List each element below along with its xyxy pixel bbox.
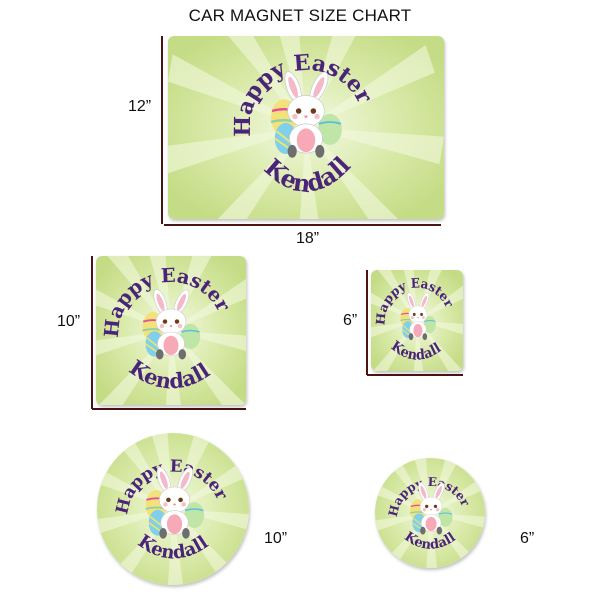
- width-dimension-line: [92, 408, 246, 410]
- width-dimension-line: [367, 374, 463, 376]
- magnet-circle-10: Happy Easter Kendall: [97, 433, 249, 585]
- magnet-square-6: Happy Easter Kendall: [371, 270, 463, 371]
- height-label-18x12: 12”: [128, 98, 152, 115]
- width-label-18x12: 18”: [296, 230, 320, 247]
- height-dimension-line: [91, 256, 93, 409]
- magnet-square-10: Happy Easter Kendall: [96, 256, 246, 405]
- width-dimension-line: [164, 224, 441, 226]
- design-name-text: Kendall: [402, 529, 459, 553]
- height-label-square-10: 10”: [57, 313, 81, 330]
- magnet-rectangle-18x12: Happy Easter Kendall: [168, 36, 444, 219]
- height-dimension-line: [161, 36, 163, 224]
- page-title: CAR MAGNET SIZE CHART: [188, 6, 412, 25]
- height-label-square-6: 6”: [343, 312, 358, 329]
- size-label-circle-6: 6”: [520, 530, 535, 547]
- size-label-circle-10: 10”: [264, 530, 288, 547]
- svg-text:Kendall: Kendall: [402, 529, 459, 553]
- height-dimension-line: [366, 270, 368, 375]
- magnet-circle-6: Happy Easter Kendall: [375, 458, 485, 568]
